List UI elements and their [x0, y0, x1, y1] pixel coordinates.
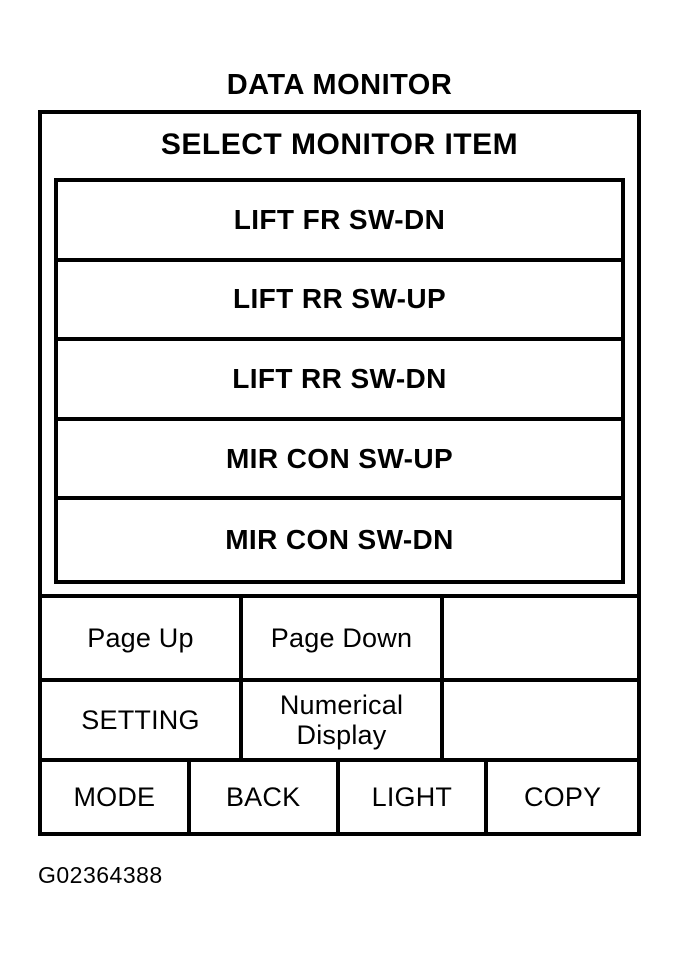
function-row-navigation: Page Up Page Down — [42, 594, 637, 678]
list-item[interactable]: LIFT RR SW-UP — [58, 261, 621, 342]
function-button-grid: Page Up Page Down SETTING Numerical Disp… — [42, 594, 637, 832]
mode-button[interactable]: MODE — [42, 762, 191, 832]
page-up-button[interactable]: Page Up — [42, 598, 243, 678]
numerical-display-label: Numerical Display — [279, 690, 404, 750]
light-label: LIGHT — [371, 782, 453, 812]
mode-label: MODE — [73, 782, 156, 812]
figure-caption: G02364388 — [38, 862, 163, 888]
list-item[interactable]: MIR CON SW-UP — [58, 420, 621, 501]
function-row-display-mode: SETTING Numerical Display — [42, 678, 637, 758]
back-button[interactable]: BACK — [190, 762, 340, 832]
back-label: BACK — [225, 782, 301, 812]
page-up-label: Page Up — [87, 623, 194, 653]
function-row-hard-keys: MODE BACK LIGHT COPY — [42, 758, 637, 832]
copy-label: COPY — [523, 782, 602, 812]
light-button[interactable]: LIGHT — [339, 762, 489, 832]
list-item[interactable]: LIFT RR SW-DN — [58, 341, 621, 421]
page-down-label: Page Down — [270, 623, 413, 653]
setting-button[interactable]: SETTING — [42, 682, 243, 758]
monitor-item-label: MIR CON SW-DN — [225, 524, 454, 556]
empty-soft-key-2 — [444, 682, 637, 758]
monitor-item-label: MIR CON SW-UP — [225, 442, 454, 474]
setting-label: SETTING — [81, 705, 200, 735]
numerical-display-button[interactable]: Numerical Display — [243, 682, 444, 758]
page-down-button[interactable]: Page Down — [243, 598, 444, 678]
monitor-item-label: LIFT RR SW-UP — [232, 283, 447, 315]
copy-button[interactable]: COPY — [488, 762, 637, 832]
monitor-item-list: LIFT FR SW-DN LIFT RR SW-UP LIFT RR SW-D… — [54, 178, 625, 584]
list-item[interactable]: MIR CON SW-DN — [58, 500, 621, 580]
device-screen-frame: SELECT MONITOR ITEM LIFT FR SW-DN LIFT R… — [38, 110, 641, 836]
monitor-item-label: LIFT RR SW-DN — [232, 362, 447, 394]
list-item[interactable]: LIFT FR SW-DN — [58, 182, 621, 262]
monitor-item-label: LIFT FR SW-DN — [233, 203, 446, 235]
empty-soft-key-1 — [444, 598, 637, 678]
page-title: DATA MONITOR — [226, 69, 453, 101]
panel-heading: SELECT MONITOR ITEM — [160, 128, 519, 161]
